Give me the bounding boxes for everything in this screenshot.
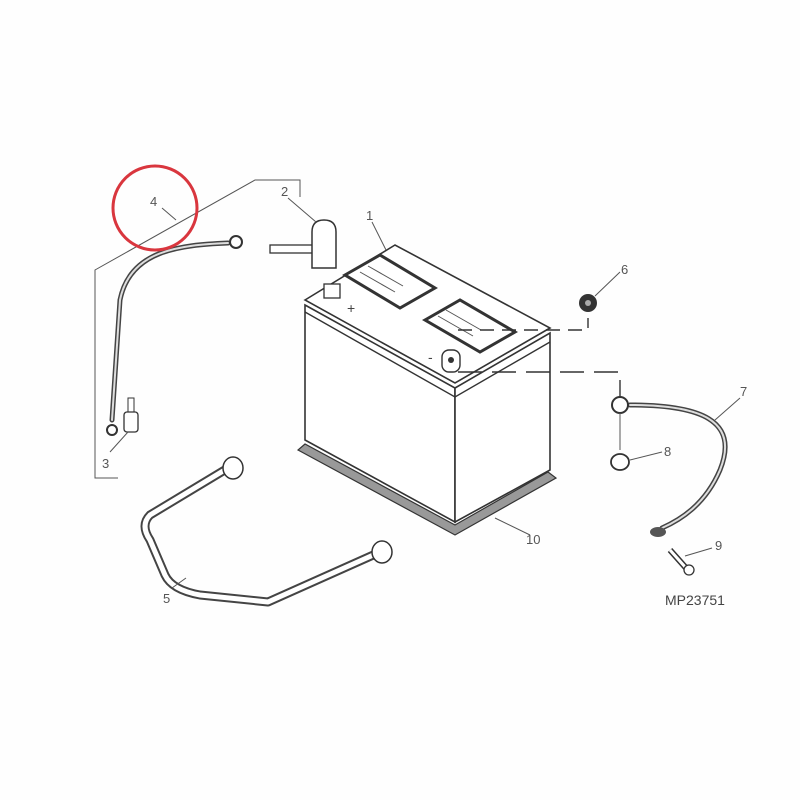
callout-8: 8	[664, 444, 671, 459]
bolt-8	[610, 453, 630, 471]
figure-reference-number: MP23751	[665, 592, 725, 608]
battery: + -	[303, 244, 552, 524]
callout-5: 5	[163, 591, 170, 606]
callout-7: 7	[740, 384, 747, 399]
callout-3: 3	[102, 456, 109, 471]
negative-cable	[611, 396, 728, 537]
positive-terminal-mark: +	[347, 300, 355, 316]
callout-9: 9	[715, 538, 722, 553]
dashed-line-6	[458, 318, 589, 331]
negative-terminal-mark: -	[428, 349, 433, 365]
callout-4: 4	[150, 194, 157, 209]
callout-leaders	[109, 197, 741, 589]
callout-1: 1	[366, 208, 373, 223]
hold-down-strap	[140, 456, 393, 607]
dashed-line-7	[458, 371, 621, 398]
nut-6	[579, 294, 597, 312]
terminal-cover	[269, 219, 337, 269]
highlight-circle	[111, 164, 199, 252]
positive-cable	[106, 235, 243, 436]
bolt-9	[667, 548, 695, 576]
callout-6: 6	[621, 262, 628, 277]
group-bracket	[94, 179, 301, 479]
callout-10: 10	[526, 532, 540, 547]
callout-2: 2	[281, 184, 288, 199]
bolt-3	[123, 397, 139, 433]
